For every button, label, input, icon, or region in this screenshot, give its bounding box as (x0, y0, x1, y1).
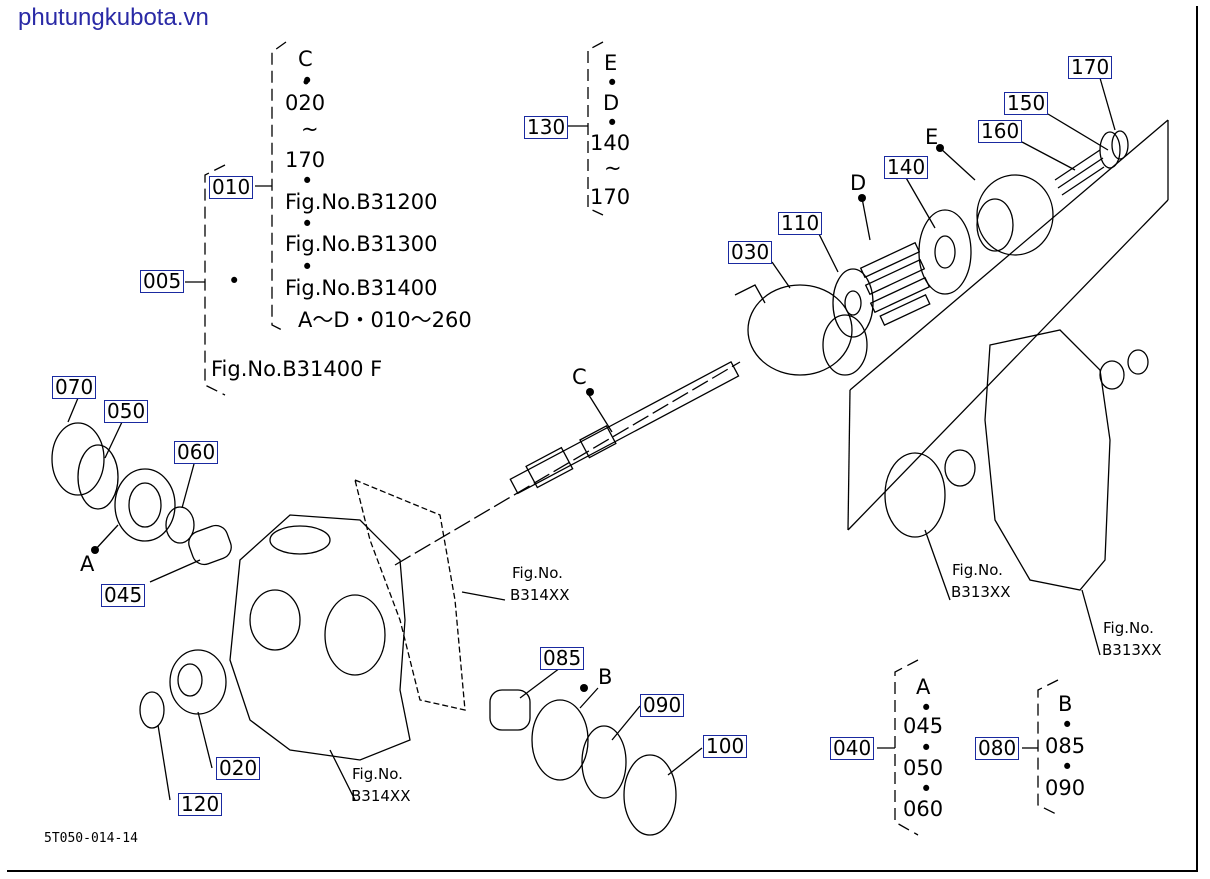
group-040-060: 060 (903, 797, 944, 821)
group-005-dot: • (228, 269, 241, 293)
ref-150[interactable]: 150 (1004, 92, 1049, 115)
ref-010[interactable]: 010 (209, 176, 254, 199)
group-130-170: 170 (590, 185, 631, 209)
label-c: C (572, 365, 587, 389)
ref-140[interactable]: 140 (884, 156, 929, 179)
group-005-fig-b31400: Fig.No.B31400 (285, 276, 438, 300)
group-080-dot-1: • (1061, 713, 1074, 737)
group-130-dot-2: • (606, 111, 619, 135)
ref-060[interactable]: 060 (174, 441, 219, 464)
fig-ref-housing-right-line2[interactable]: B314XX (510, 586, 570, 604)
fig-ref-plate-right-line2[interactable]: B313XX (1102, 641, 1162, 659)
group-130-d: D (603, 91, 620, 115)
group-005-range: A～D・010～260 (298, 308, 472, 332)
group-040-050: 050 (903, 756, 944, 780)
ref-170[interactable]: 170 (1068, 56, 1113, 79)
ref-020[interactable]: 020 (216, 757, 261, 780)
ref-005[interactable]: 005 (140, 270, 185, 293)
group-005-170: 170 (285, 148, 326, 172)
ref-085[interactable]: 085 (540, 647, 585, 670)
group-005-fig-b31200: Fig.No.B31200 (285, 190, 438, 214)
group-005-fig-b31300: Fig.No.B31300 (285, 232, 438, 256)
group-130-e: E (604, 51, 618, 75)
ref-160[interactable]: 160 (978, 120, 1023, 143)
bracket-040 (894, 659, 919, 836)
label-a: A (80, 552, 95, 576)
group-080-b: B (1058, 692, 1073, 716)
housing-outline (229, 514, 411, 761)
bracket-130 (587, 41, 604, 216)
ref-050[interactable]: 050 (104, 400, 149, 423)
group-040-dot-3: • (920, 777, 933, 801)
group-080-085: 085 (1045, 734, 1086, 758)
group-005-c: C (298, 47, 313, 71)
group-040-dot-2: • (920, 736, 933, 760)
group-005-dot-2: • (301, 169, 314, 193)
ref-110[interactable]: 110 (778, 212, 823, 235)
shaft-c (509, 361, 740, 495)
bracket-010 (271, 41, 287, 333)
group-130-dot-1: • (606, 71, 619, 95)
ref-100[interactable]: 100 (703, 735, 748, 758)
ref-040[interactable]: 040 (830, 737, 875, 760)
ref-045[interactable]: 045 (101, 584, 146, 607)
fig-ref-housing-bottom-line1[interactable]: Fig.No. (352, 765, 403, 783)
fig-ref-plate-left-line2[interactable]: B313XX (951, 583, 1011, 601)
ref-090[interactable]: 090 (640, 694, 685, 717)
bracket-005-outer (204, 164, 226, 396)
watermark: phutungkubota.vn (18, 4, 209, 31)
group-130-140: 140 (590, 131, 631, 155)
drawing-frame (7, 6, 1198, 872)
group-005-020: 020 (285, 91, 326, 115)
group-005-tilde: ~ (301, 117, 319, 141)
label-d: D (850, 171, 867, 195)
group-005-footer: Fig.No.B31400 F (211, 357, 383, 381)
group-005-dot-3: • (301, 212, 314, 236)
group-080-090: 090 (1045, 776, 1086, 800)
drawing-code: 5T050-014-14 (44, 831, 138, 846)
end-plate (984, 329, 1111, 591)
group-005-dot-1: • (301, 69, 314, 93)
fig-ref-housing-bottom-line2[interactable]: B314XX (351, 787, 411, 805)
label-e: E (925, 125, 939, 149)
fig-ref-plate-right-line1[interactable]: Fig.No. (1103, 619, 1154, 637)
group-040-045: 045 (903, 714, 944, 738)
fig-ref-plate-left-line1[interactable]: Fig.No. (952, 561, 1003, 579)
ref-070[interactable]: 070 (52, 376, 97, 399)
ref-080[interactable]: 080 (975, 737, 1020, 760)
group-040-a: A (916, 675, 931, 699)
ref-030[interactable]: 030 (728, 241, 773, 264)
ref-120[interactable]: 120 (178, 793, 223, 816)
group-040-dot-1: • (920, 696, 933, 720)
fig-ref-housing-right-line1[interactable]: Fig.No. (512, 564, 563, 582)
group-080-dot-2: • (1061, 755, 1074, 779)
group-130-tilde: ~ (604, 156, 622, 180)
label-b: B (598, 665, 613, 689)
pistons (859, 241, 931, 326)
ref-130[interactable]: 130 (524, 116, 569, 139)
group-005-dot-4: • (301, 255, 314, 279)
